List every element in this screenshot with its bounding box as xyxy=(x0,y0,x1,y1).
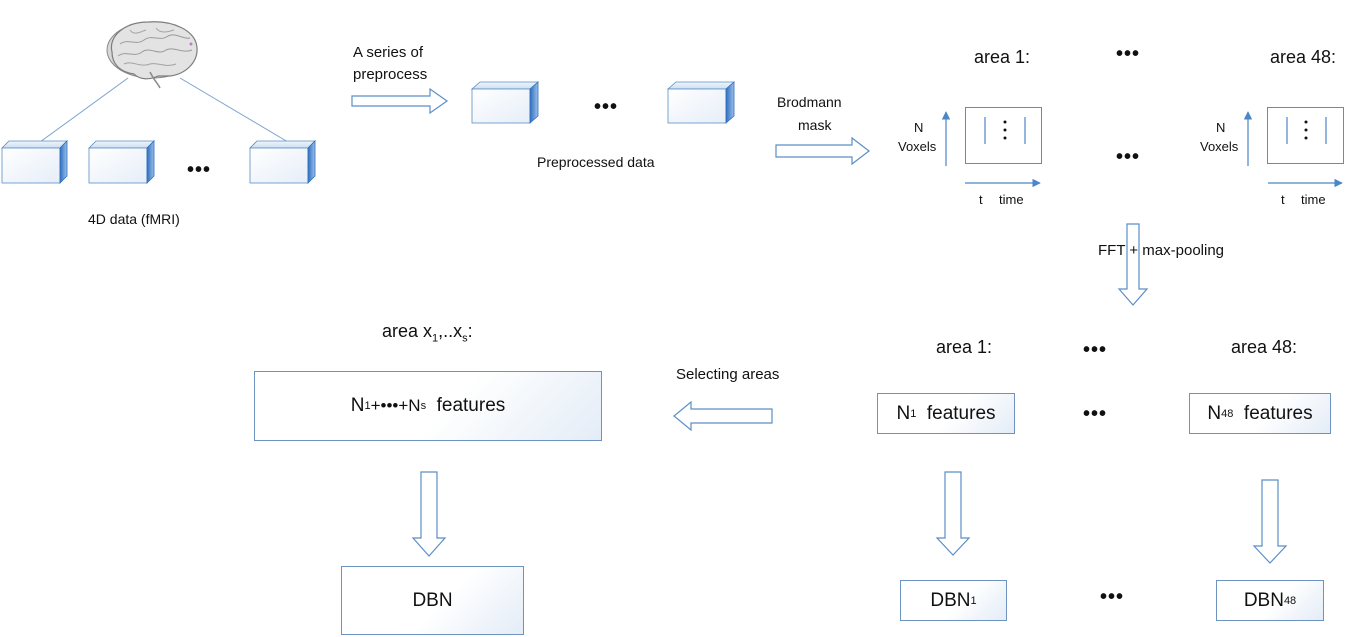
ellipsis: ••• xyxy=(1100,586,1125,608)
preprocessed-volume-icon xyxy=(470,81,540,124)
feature-area-1-title: area 1: xyxy=(936,337,993,357)
hollow-arrow-down-icon xyxy=(411,471,447,557)
brodmann-mask-label-line1: Brodmann xyxy=(777,94,842,110)
hollow-arrow-down-icon xyxy=(1117,223,1149,306)
brain-icon xyxy=(106,21,198,89)
area-1-y-label-n: N xyxy=(914,120,924,135)
area-48-x-label-t: t xyxy=(1281,192,1285,207)
preprocess-label-line2: preprocess xyxy=(353,66,428,83)
selected-dbn-box: DBN xyxy=(341,566,524,635)
ellipsis: ••• xyxy=(1116,43,1141,65)
area-1-y-label-voxels: Voxels xyxy=(898,139,937,154)
raw-volume-icon xyxy=(249,140,316,184)
raw-volume-icon xyxy=(1,140,68,184)
ellipsis: ••• xyxy=(1116,146,1141,168)
fft-maxpooling-label: FFT + max-pooling xyxy=(1098,242,1225,259)
area-1-matrix xyxy=(965,107,1042,164)
selected-areas-title: area x1,..xs: xyxy=(382,321,473,345)
area-1-x-label-time: time xyxy=(999,192,1024,207)
area-48-title: area 48: xyxy=(1270,47,1337,67)
hollow-arrow-right-icon xyxy=(351,87,449,115)
feature-area-48-title: area 48: xyxy=(1231,337,1298,357)
area-48-y-label-voxels: Voxels xyxy=(1200,139,1239,154)
area-1-x-label-t: t xyxy=(979,192,983,207)
area-48-x-label-time: time xyxy=(1301,192,1326,207)
hollow-arrow-down-icon xyxy=(1252,479,1288,564)
selecting-areas-label: Selecting areas xyxy=(676,366,780,383)
raw-data-label: 4D data (fMRI) xyxy=(88,211,180,227)
ellipsis: ••• xyxy=(594,96,619,118)
ellipsis: ••• xyxy=(1083,339,1108,361)
connector-line xyxy=(39,77,129,143)
preprocessed-volume-icon xyxy=(666,81,736,124)
connector-line xyxy=(179,77,289,143)
hollow-arrow-right-icon xyxy=(775,136,870,166)
ellipsis: ••• xyxy=(1083,403,1108,425)
hollow-arrow-left-icon xyxy=(673,400,773,432)
hollow-arrow-down-icon xyxy=(935,471,971,556)
area-48-y-label-n: N xyxy=(1216,120,1226,135)
preprocessed-data-label: Preprocessed data xyxy=(537,154,655,170)
area-48-matrix xyxy=(1267,107,1344,164)
preprocess-label-line1: A series of xyxy=(353,44,424,61)
ellipsis: ••• xyxy=(187,159,212,181)
brodmann-mask-label-line2: mask xyxy=(798,117,832,133)
raw-volume-icon xyxy=(88,140,155,184)
area-1-title: area 1: xyxy=(974,47,1031,67)
